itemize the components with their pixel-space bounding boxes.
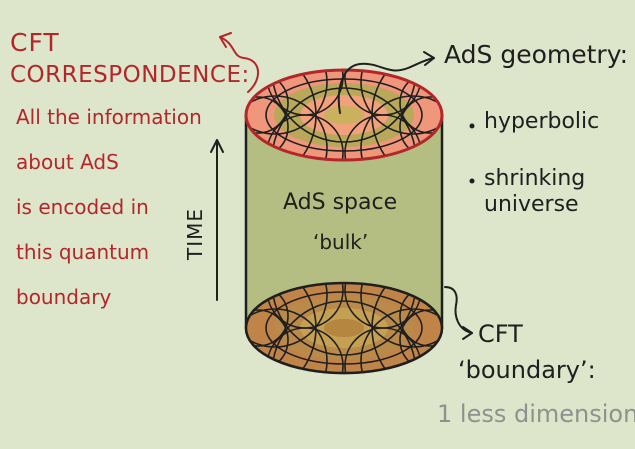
- bulk-subtitle: ‘bulk’: [313, 230, 369, 254]
- bulk-title: AdS space: [283, 190, 398, 215]
- info-line-5: boundary: [16, 285, 112, 309]
- info-line-3: is encoded in: [16, 195, 149, 219]
- cft-title-line1: CFT: [10, 28, 60, 57]
- bullet-dot: [469, 123, 475, 129]
- bottom-boundary-disk: [244, 281, 444, 375]
- time-axis: [210, 139, 224, 301]
- bullet-dot: [469, 178, 475, 184]
- cft-title-line2: CORRESPONDENCE:: [10, 62, 250, 88]
- geometry-bullet-2: shrinking universe: [484, 166, 586, 218]
- info-line-4: this quantum: [16, 240, 150, 264]
- info-line-1: All the information: [16, 105, 202, 129]
- geometry-bullet-1: hyperbolic: [484, 109, 600, 134]
- geometry-heading: AdS geometry:: [444, 40, 629, 69]
- cft-arrow: [219, 32, 259, 93]
- boundary-dimension-note: 1 less dimension: [437, 400, 635, 428]
- top-boundary-disk: [244, 68, 444, 162]
- info-line-2: about AdS: [16, 150, 119, 174]
- boundary-arrow: [444, 286, 473, 340]
- boundary-label: ‘boundary’:: [458, 356, 596, 384]
- boundary-cft-label: CFT: [478, 320, 523, 348]
- geometry-arrow: [337, 51, 435, 114]
- time-label: TIME: [183, 207, 207, 260]
